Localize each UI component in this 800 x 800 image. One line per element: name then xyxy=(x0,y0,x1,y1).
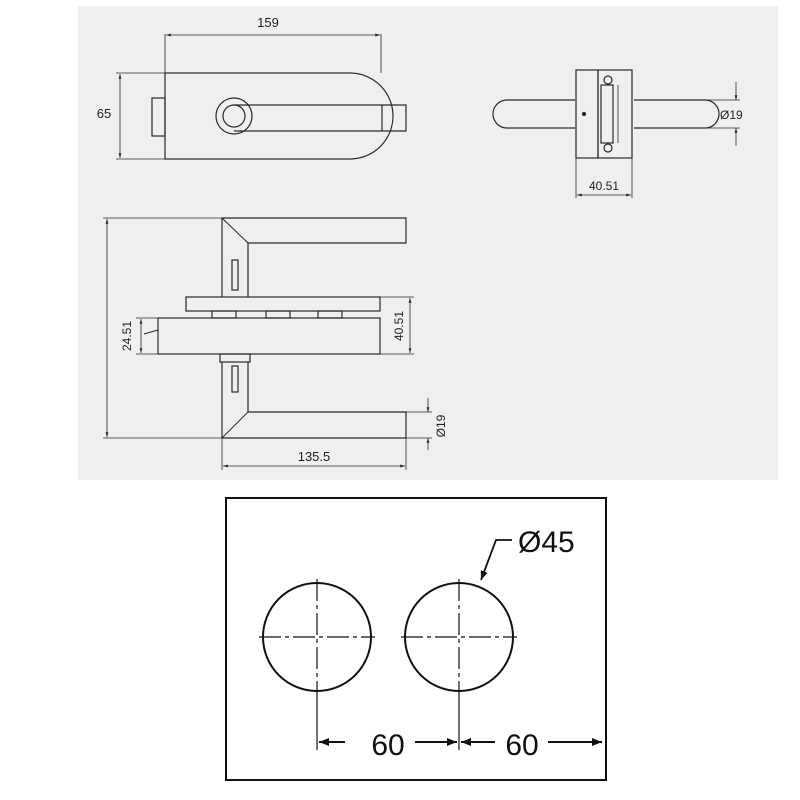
front-view xyxy=(103,217,432,470)
front-lower-collar xyxy=(219,353,251,363)
front-lower-handle xyxy=(221,362,407,439)
front-lower-slot xyxy=(231,365,239,393)
side-glass-gap xyxy=(600,84,614,144)
side-screw-top xyxy=(603,75,613,85)
top-view xyxy=(116,33,407,160)
front-plate-label: 40.51 xyxy=(392,311,406,341)
hole-diameter-label: Ø45 xyxy=(518,526,575,559)
front-handle-diameter-label: Ø19 xyxy=(434,414,448,437)
side-view-diameter-label: Ø19 xyxy=(720,108,743,122)
side-body-right xyxy=(597,69,633,159)
side-view xyxy=(492,69,740,198)
side-view-thickness-label: 40.51 xyxy=(589,179,619,193)
side-left-lever xyxy=(492,99,575,129)
front-upper-slot xyxy=(231,259,239,291)
hole-centerlines xyxy=(259,579,517,695)
side-right-lever xyxy=(634,99,720,129)
top-view-height-label: 65 xyxy=(97,106,111,121)
template-frame xyxy=(225,497,607,781)
front-lower-offset-label: 24.51 xyxy=(120,321,134,351)
front-handle-length-label: 135.5 xyxy=(298,449,331,464)
latch-outline xyxy=(151,97,166,137)
spacing-right-label: 60 xyxy=(505,729,538,762)
side-screw-bottom xyxy=(603,143,613,153)
rose-outer xyxy=(215,97,253,135)
front-main-body xyxy=(157,317,381,355)
lock-body-outline xyxy=(164,72,394,160)
spacing-left-label: 60 xyxy=(371,729,404,762)
lever-outline xyxy=(234,104,407,132)
diameter-leader xyxy=(480,539,512,581)
template-dimensions xyxy=(316,539,602,750)
top-view-width-label: 159 xyxy=(257,15,279,30)
